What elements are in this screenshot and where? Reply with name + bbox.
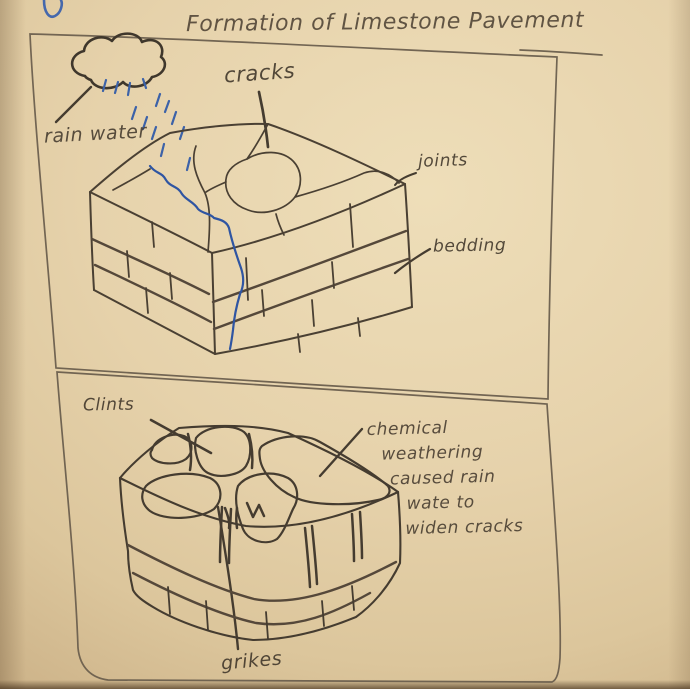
note-line-5: widen cracks xyxy=(405,515,524,540)
title-underline xyxy=(519,49,603,56)
block1-joints xyxy=(126,203,361,353)
block1-outline xyxy=(89,122,413,355)
label-clints: Clints xyxy=(82,394,135,416)
block1-cracks xyxy=(112,123,400,253)
block2-bedding-lines xyxy=(126,543,398,626)
note-line-3: caused rain xyxy=(389,466,496,490)
label-joints: joints xyxy=(417,150,469,172)
page-title: Formation of Limestone Pavement xyxy=(185,7,585,38)
chemical-weathering-leader xyxy=(318,427,364,478)
clints-leader xyxy=(149,418,213,455)
label-cracks: cracks xyxy=(223,58,297,88)
bedding-leader xyxy=(393,247,432,275)
block1-bedding-lines xyxy=(90,229,410,331)
block2-joints xyxy=(167,585,355,640)
blue-water-crack xyxy=(148,164,245,351)
note-line-4: wate to xyxy=(406,492,476,515)
panel1-border xyxy=(29,33,558,400)
rain-water-leader xyxy=(54,85,93,124)
joints-leader xyxy=(394,172,417,186)
block2-grikes xyxy=(186,432,364,589)
blue-ink-mark xyxy=(42,0,64,18)
chemical-weathering-note: chemical weathering caused rain wate to … xyxy=(366,414,523,543)
rain-cloud-icon xyxy=(70,32,167,90)
block2-clints xyxy=(141,425,391,544)
cracks-leader xyxy=(257,90,270,149)
rain-dashes-icon xyxy=(101,77,192,172)
label-bedding: bedding xyxy=(432,235,507,257)
panel2-border xyxy=(56,371,562,683)
note-line-2: weathering xyxy=(381,441,484,465)
